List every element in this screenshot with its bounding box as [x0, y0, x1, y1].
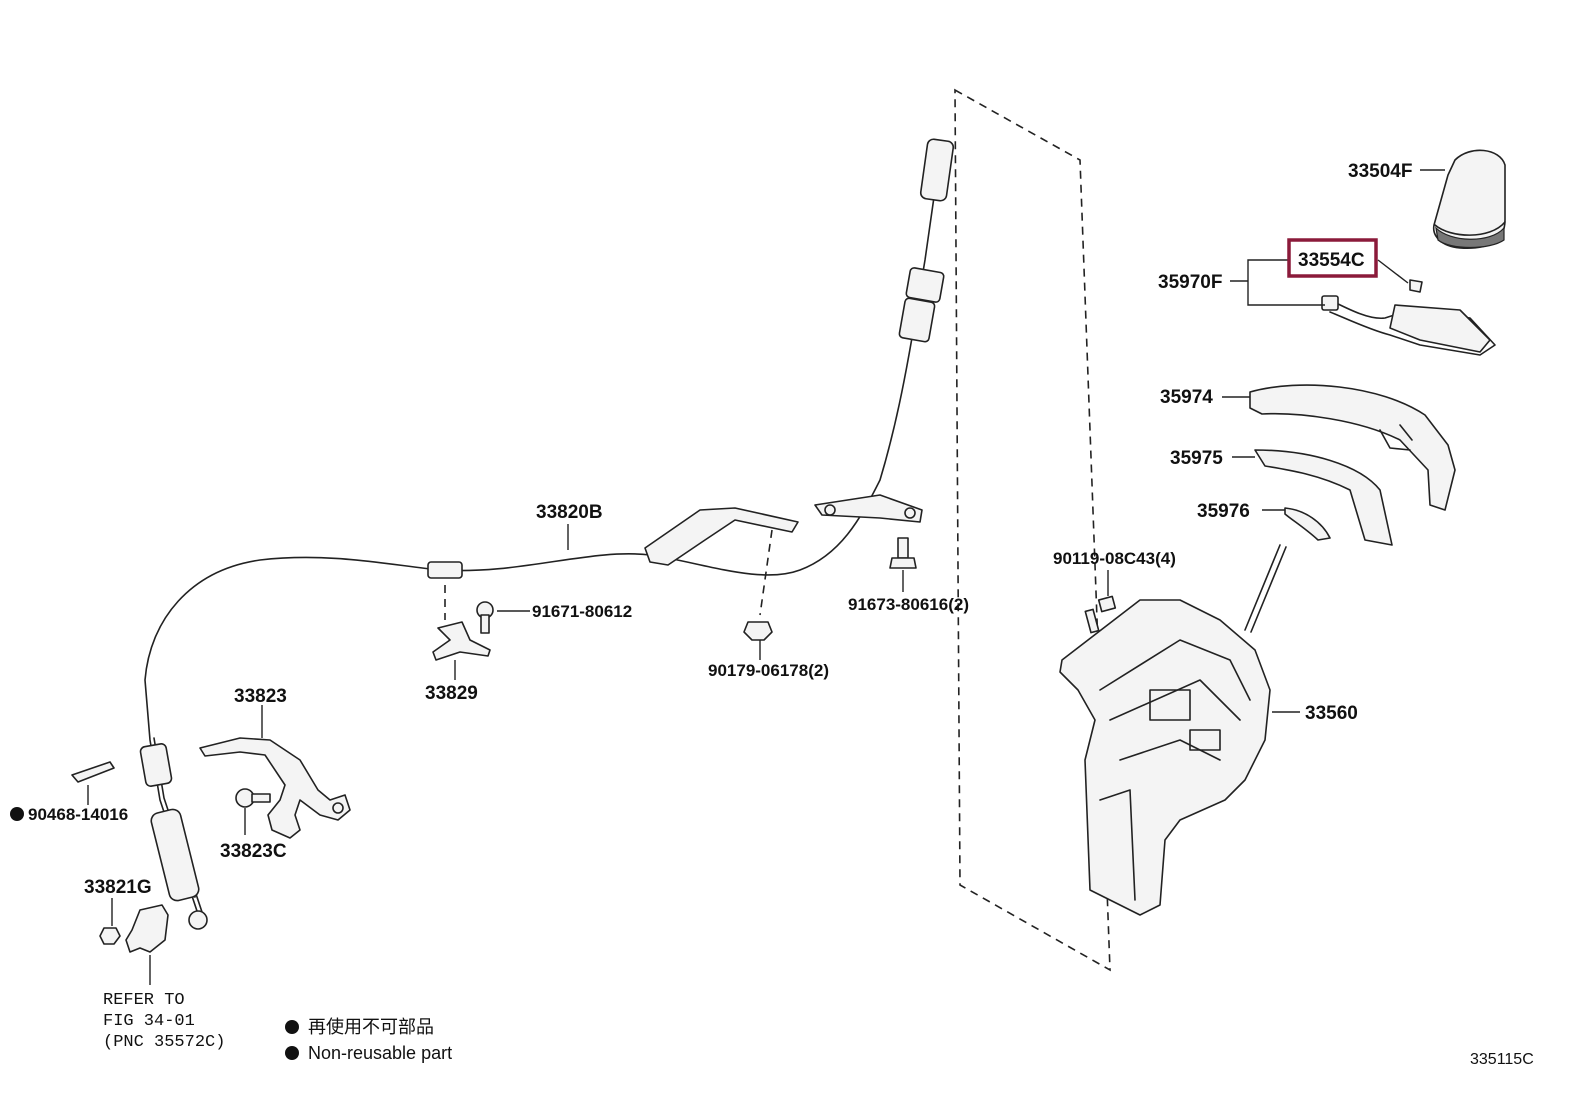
label-90468[interactable]: 90468-14016: [28, 805, 128, 824]
dashed-link-2: [759, 529, 773, 616]
non-reusable-dot-90468: [10, 807, 24, 821]
cover-35974[interactable]: [1249, 384, 1456, 511]
legend-text-jp: 再使用不可部品: [308, 1017, 434, 1037]
label-33821g[interactable]: 33821G: [84, 877, 152, 898]
bracket-33823[interactable]: [199, 737, 351, 839]
legend-dot-jp: [285, 1020, 299, 1034]
connector-33554c[interactable]: [1409, 279, 1423, 293]
label-33829[interactable]: 33829: [425, 683, 478, 704]
bolt-91673[interactable]: [889, 537, 917, 569]
label-35975[interactable]: 35975: [1170, 448, 1223, 469]
figure-id: 335115C: [1470, 1051, 1534, 1068]
bolt-91671[interactable]: [476, 601, 494, 634]
label-33504f[interactable]: 33504F: [1348, 161, 1412, 182]
label-33820b[interactable]: 33820B: [536, 502, 603, 523]
shift-cable-33820b[interactable]: [139, 138, 955, 930]
cable-mount-plate: [814, 494, 923, 523]
label-91673[interactable]: 91673-80616(2): [848, 595, 969, 614]
bolt-33823c[interactable]: [235, 788, 271, 808]
refer-line-1: REFER TO: [103, 991, 185, 1010]
wire-harness-35970f[interactable]: [1321, 295, 1496, 356]
cable-bracket: [644, 507, 799, 566]
label-33823c[interactable]: 33823C: [220, 841, 287, 862]
nut-90179[interactable]: [743, 621, 773, 641]
label-35970f[interactable]: 35970F: [1158, 272, 1222, 293]
shift-knob-33504f[interactable]: [1432, 149, 1506, 250]
retainer-33821g[interactable]: [99, 904, 169, 953]
highlight-box-33554c: [1287, 238, 1378, 278]
cover-35976[interactable]: [1284, 507, 1331, 541]
label-91671[interactable]: 91671-80612: [532, 602, 632, 621]
shift-lever-assembly-33560[interactable]: [1059, 544, 1287, 916]
label-90179[interactable]: 90179-06178(2): [708, 661, 829, 680]
clip-90468[interactable]: [71, 761, 115, 783]
bolt-90119[interactable]: [1084, 595, 1117, 634]
refer-line-3: (PNC 35572C): [103, 1033, 225, 1052]
label-33560[interactable]: 33560: [1305, 703, 1358, 724]
cover-35975[interactable]: [1254, 449, 1393, 546]
refer-line-2: FIG 34-01: [103, 1012, 195, 1031]
legend-text-en: Non-reusable part: [308, 1043, 452, 1063]
clip-33829[interactable]: [432, 621, 491, 661]
label-35974[interactable]: 35974: [1160, 387, 1213, 408]
legend-dot-en: [285, 1046, 299, 1060]
label-35976[interactable]: 35976: [1197, 501, 1250, 522]
label-90119[interactable]: 90119-08C43(4): [1053, 549, 1176, 568]
label-33554c[interactable]: 33554C: [1298, 250, 1365, 271]
label-33823[interactable]: 33823: [234, 686, 287, 707]
assembly-boundary: [954, 88, 1111, 972]
